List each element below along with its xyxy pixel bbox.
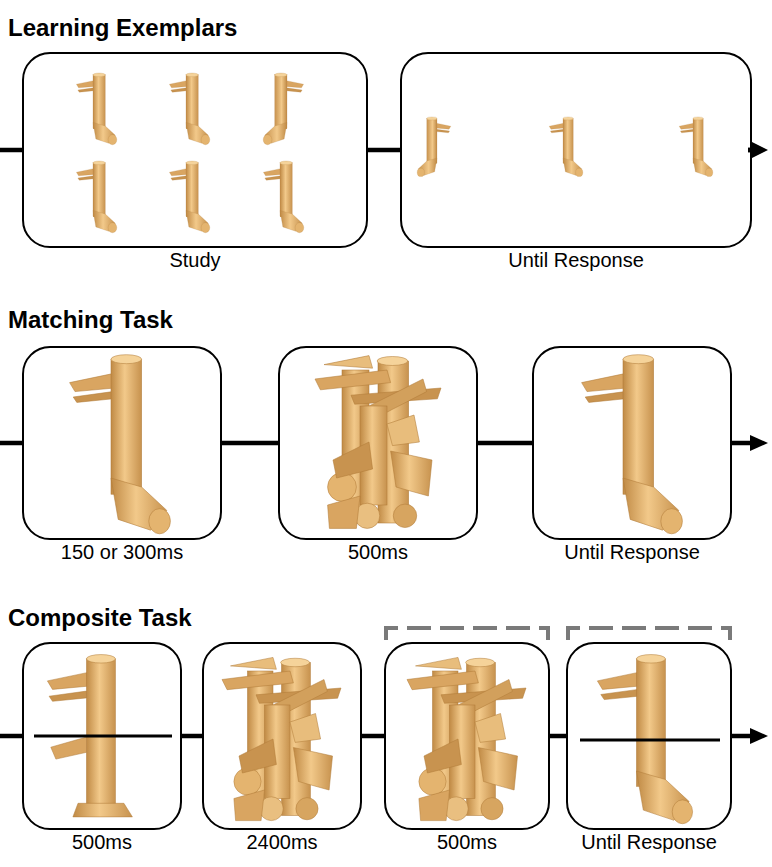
timeline-arrowhead (752, 142, 768, 158)
timeline-line (732, 734, 752, 739)
trial-panel: Until Response (400, 52, 752, 248)
panel-caption: Until Response (581, 831, 717, 854)
split-line (34, 735, 172, 738)
exemplar-object (263, 73, 303, 145)
trial-panel: 150 or 300ms (22, 346, 222, 540)
target-object (70, 355, 171, 534)
section-heading: Composite Task (8, 604, 192, 632)
panel-caption: 500ms (348, 541, 408, 564)
section-heading: Learning Exemplars (8, 14, 237, 42)
timeline-line (0, 734, 22, 739)
timeline-connector (362, 734, 384, 739)
timeline-arrowhead (750, 728, 768, 744)
dashed-bracket (386, 628, 548, 640)
panel-caption: Study (169, 249, 220, 272)
timeline-line (732, 441, 752, 446)
split-line (580, 739, 720, 742)
mask-object (407, 657, 526, 820)
trial-panel: 500ms (278, 346, 478, 540)
trial-panel: Study (22, 52, 368, 248)
timeline-connector (222, 441, 278, 446)
trial-panel: Until Response (532, 346, 732, 540)
timeline-connector (182, 734, 202, 739)
section-heading: Matching Task (8, 306, 173, 334)
timeline-connector (368, 148, 400, 153)
panel-caption: 500ms (72, 831, 132, 854)
panel-caption: 2400ms (246, 831, 317, 854)
trial-panel: Until Response (566, 642, 732, 830)
trial-panel: 500ms (384, 642, 550, 830)
exemplar-object (417, 117, 451, 177)
dashed-bracket (568, 628, 730, 640)
timeline-line (0, 441, 22, 446)
exemplar-object (549, 117, 583, 177)
panel-caption: 150 or 300ms (61, 541, 183, 564)
exemplar-object (76, 161, 116, 233)
exemplar-object (169, 161, 209, 233)
probe-object (582, 355, 683, 534)
exemplar-object (76, 73, 116, 145)
panel-caption: 500ms (437, 831, 497, 854)
exemplar-object (679, 117, 713, 177)
timeline-arrowhead (750, 435, 768, 451)
panel-caption: Until Response (508, 249, 644, 272)
mask-object (222, 657, 341, 820)
trial-panel: 500ms (22, 642, 182, 830)
trial-panel: 2400ms (202, 642, 362, 830)
exemplar-object (169, 73, 209, 145)
timeline-line (0, 148, 22, 153)
timeline-connector (550, 734, 566, 739)
exemplar-object (263, 161, 303, 233)
mask-object (315, 356, 441, 529)
panel-caption: Until Response (564, 541, 700, 564)
timeline-connector (478, 441, 532, 446)
